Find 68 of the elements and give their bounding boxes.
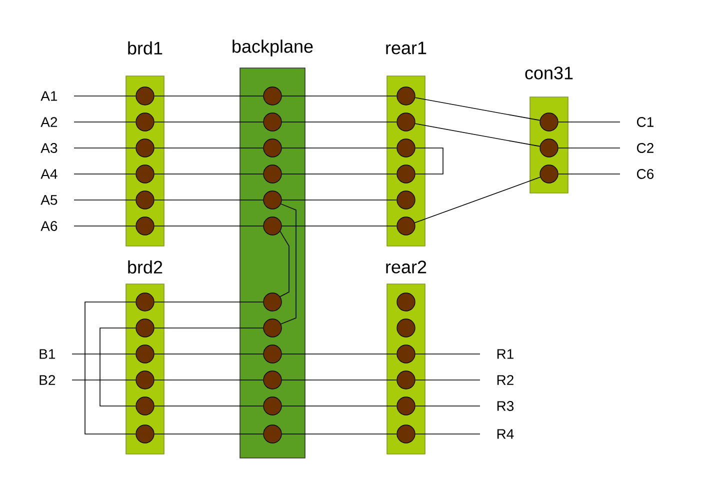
pin [396,292,416,312]
pin [540,164,558,184]
pin [136,190,154,210]
pin [263,190,282,210]
signal-label: A5 [40,195,58,205]
wire [414,97,540,121]
pin [396,138,416,158]
pin [396,396,416,416]
wire [280,204,296,324]
signal-label: R4 [497,429,514,439]
pin [396,344,416,364]
pin [263,138,282,158]
signal-label: C6 [636,169,654,179]
pin [263,396,282,416]
wire [414,148,444,174]
pin [136,344,154,364]
pin [263,216,282,236]
pin [136,112,154,132]
wire [414,176,541,224]
node-label: backplane [232,40,313,56]
signal-label: A3 [40,143,58,153]
pin [396,190,416,210]
pin [396,216,416,236]
pin [136,424,154,444]
pin [396,164,416,184]
pin [136,86,154,106]
pin [136,216,154,236]
signal-label: A6 [40,221,58,231]
pin [396,86,416,106]
signal-label: R3 [497,401,514,411]
signal-label: A4 [40,169,58,179]
pin [540,112,558,132]
wire [280,230,290,298]
pin [136,292,154,312]
pin [396,424,416,444]
node-label: brd2 [128,260,162,274]
signal-label: R2 [497,375,514,385]
pin [263,164,282,184]
pin [540,138,558,158]
pin [263,370,282,390]
signal-label: C1 [636,117,654,127]
signal-label: A1 [40,91,58,101]
wire [84,302,136,434]
pin [136,164,154,184]
pin [396,318,416,338]
wire [414,123,540,147]
signal-label: R1 [497,349,514,359]
pin [136,396,154,416]
signal-label: C2 [636,143,654,153]
node-label: brd1 [128,41,162,55]
pin [136,138,154,158]
node-label: rear2 [386,260,426,274]
pin [396,370,416,390]
pin [263,86,282,106]
wire [100,328,136,406]
signal-label: A2 [40,117,58,127]
node-label: con31 [525,66,573,80]
pin [263,112,282,132]
pin [136,370,154,390]
pin [136,318,154,338]
pin [263,292,282,312]
signal-label: B1 [40,349,56,359]
signal-label: B2 [40,375,56,385]
pin [263,318,282,338]
pin [396,112,416,132]
pin [263,424,282,444]
pin [263,344,282,364]
node-label: rear1 [386,42,426,54]
